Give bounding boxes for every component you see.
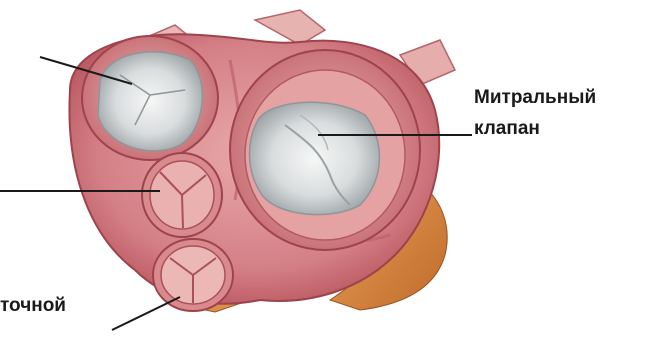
mitral-valve bbox=[230, 50, 420, 250]
mitral-valve-label-line1: Митральный bbox=[474, 86, 596, 110]
pointer-line-bottom bbox=[112, 297, 180, 330]
mitral-valve-label-line2: клапан bbox=[474, 117, 540, 141]
bottom-partial-label: точной bbox=[0, 294, 66, 318]
aortic-valve bbox=[142, 153, 222, 237]
pulmonary-valve bbox=[153, 239, 233, 311]
valve-top-left bbox=[82, 36, 218, 160]
